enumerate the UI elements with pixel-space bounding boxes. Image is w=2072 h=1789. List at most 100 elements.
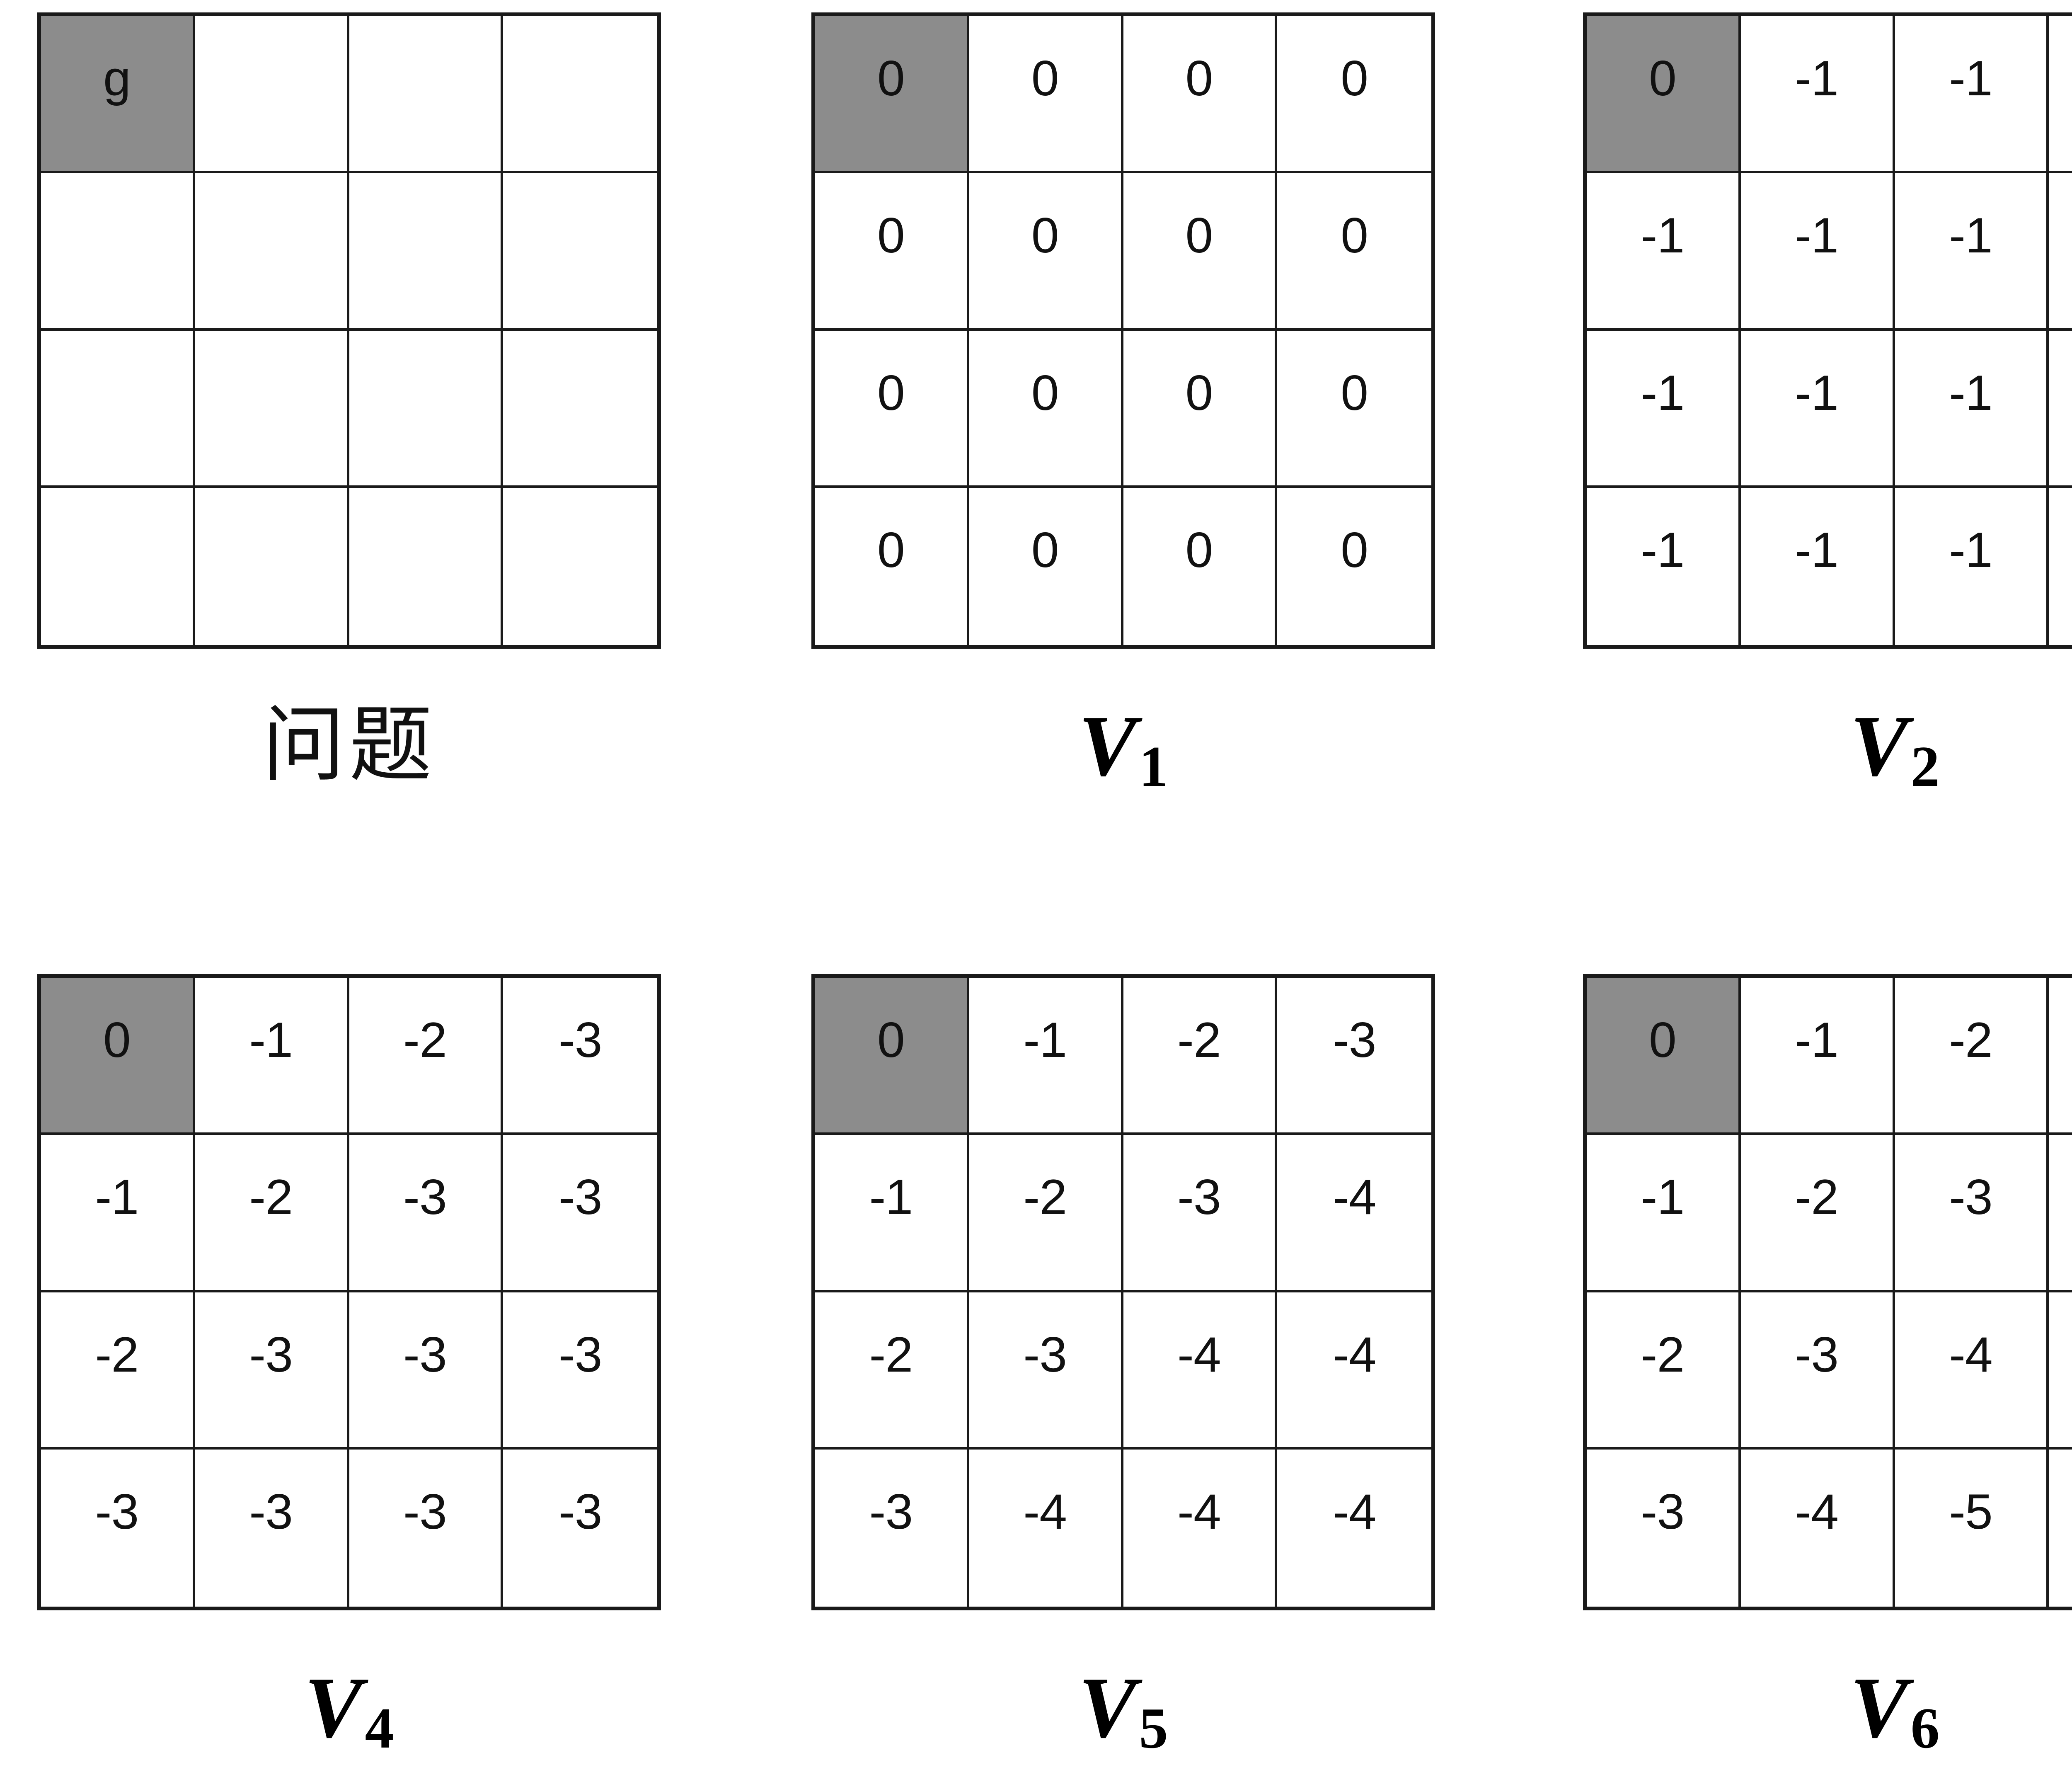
grid-cell: -4	[1277, 1449, 1431, 1607]
grid-cell: -3	[195, 1449, 349, 1607]
grid-cell: -4	[1740, 1449, 1895, 1607]
grid-cell: -1	[2049, 173, 2072, 331]
grid-cell	[349, 487, 503, 645]
cell-value: 0	[1341, 522, 1368, 578]
cell-value: -3	[869, 1484, 913, 1539]
cell-value: -3	[95, 1484, 139, 1539]
cell-value: -1	[249, 1012, 293, 1068]
caption-subscript: 5	[1139, 1696, 1168, 1761]
grid-cell: -1	[41, 1135, 195, 1292]
panel-caption: V2	[1583, 692, 2072, 800]
grid-cell: -3	[41, 1449, 195, 1607]
grid-cell-goal: 0	[1587, 16, 1741, 174]
grid-cell	[41, 330, 195, 488]
panel-caption: V4	[37, 1654, 661, 1762]
cell-value: 0	[877, 522, 905, 578]
cell-value: 0	[1341, 51, 1368, 106]
grid-cell: -1	[1740, 16, 1895, 174]
caption-value-label: V6	[1850, 1654, 1939, 1789]
cell-value: 0	[1031, 51, 1059, 106]
cell-value: -1	[1949, 51, 1993, 106]
grid-cell: -3	[1895, 1135, 2049, 1292]
grid-cell	[349, 330, 503, 488]
grid-cell: -4	[2049, 1135, 2072, 1292]
grid-cell-goal: 0	[1587, 978, 1741, 1135]
cell-value: -3	[403, 1484, 447, 1539]
grid-cell: -1	[1895, 487, 2049, 645]
grid-cell: -2	[349, 978, 503, 1135]
caption-base: V	[304, 1660, 363, 1756]
grid-cell	[195, 487, 349, 645]
grid-cell: 0	[1277, 16, 1431, 174]
cell-value: -4	[1177, 1484, 1221, 1539]
grid-cell: -3	[1123, 1135, 1278, 1292]
cell-value: -4	[1177, 1326, 1221, 1382]
cell-value: -2	[869, 1326, 913, 1382]
grid-cell: -5	[1895, 1449, 2049, 1607]
grid-cell: -2	[815, 1292, 969, 1450]
grid-cell: -2	[1123, 978, 1278, 1135]
cell-value: -3	[249, 1484, 293, 1539]
cell-value: -4	[1023, 1484, 1067, 1539]
grid-cell	[195, 173, 349, 331]
grid-cell: -4	[969, 1449, 1123, 1607]
grid-cell: -1	[969, 978, 1123, 1135]
grid-cell	[349, 173, 503, 331]
cell-value: -3	[1023, 1326, 1067, 1382]
grid-cell: -3	[503, 1135, 657, 1292]
grid-cell: -4	[1123, 1449, 1278, 1607]
grid-cell: -1	[1587, 1135, 1741, 1292]
grid-cell: -2	[41, 1292, 195, 1450]
caption-subscript: 4	[365, 1696, 394, 1761]
grid-cell-goal: g	[41, 16, 195, 174]
grid-cell: -3	[1740, 1292, 1895, 1450]
grid-cell: 0	[1277, 173, 1431, 331]
grid-cell: -1	[1587, 487, 1741, 645]
grid-cell: -4	[1277, 1292, 1431, 1450]
value-grid: 0-1-1-1-1-1-1-1-1-1-1-1-1-1-1-1	[1583, 12, 2072, 649]
caption-base: V	[1850, 1660, 1908, 1756]
grid-cell: 0	[1123, 487, 1278, 645]
cell-value: -1	[1795, 522, 1839, 578]
grid-cell: -1	[1895, 16, 2049, 174]
grid-cell: -1	[1587, 173, 1741, 331]
cell-value: -1	[1641, 208, 1685, 264]
cell-value: 0	[1341, 365, 1368, 421]
cell-value: -2	[1641, 1326, 1685, 1382]
caption-value-label: V5	[1078, 1654, 1168, 1789]
grid-cell: -1	[2049, 330, 2072, 488]
cell-value: -1	[1949, 208, 1993, 264]
grid-cell: 0	[969, 487, 1123, 645]
grid-cell	[41, 487, 195, 645]
cell-value: -2	[249, 1169, 293, 1225]
panel-caption: 问题	[37, 692, 661, 800]
grid-cell: -1	[1895, 330, 2049, 488]
grid-cell: -3	[2049, 978, 2072, 1135]
panel-caption: V6	[1583, 1654, 2072, 1762]
grid-cell: 0	[1277, 330, 1431, 488]
grid-cell: -3	[503, 1292, 657, 1450]
grid-cell: -2	[969, 1135, 1123, 1292]
grid-cell: -1	[1740, 978, 1895, 1135]
grid-cell: -4	[1123, 1292, 1278, 1450]
cell-value: -1	[1795, 365, 1839, 421]
panel-caption: V5	[811, 1654, 1435, 1762]
caption-base: V	[1078, 698, 1137, 794]
grid-cell: -1	[2049, 487, 2072, 645]
grid-cell: -4	[1277, 1135, 1431, 1292]
grid-cell: -2	[1587, 1292, 1741, 1450]
cell-value: 0	[1185, 51, 1213, 106]
caption-subscript: 1	[1139, 735, 1168, 799]
grid-cell: 0	[969, 173, 1123, 331]
grid-cell	[195, 16, 349, 174]
grid-cell: -3	[1587, 1449, 1741, 1607]
cell-value: -2	[1023, 1169, 1067, 1225]
cell-value: -1	[1949, 522, 1993, 578]
value-grid: 0-1-2-3-1-2-3-3-2-3-3-3-3-3-3-3	[37, 974, 661, 1610]
grid-cell: -5	[2049, 1292, 2072, 1450]
cell-value: -4	[1795, 1484, 1839, 1539]
cell-value: -3	[249, 1326, 293, 1382]
value-grid: 0-1-2-3-1-2-3-4-2-3-4-4-3-4-4-4	[811, 974, 1435, 1610]
cell-value: -3	[1641, 1484, 1685, 1539]
